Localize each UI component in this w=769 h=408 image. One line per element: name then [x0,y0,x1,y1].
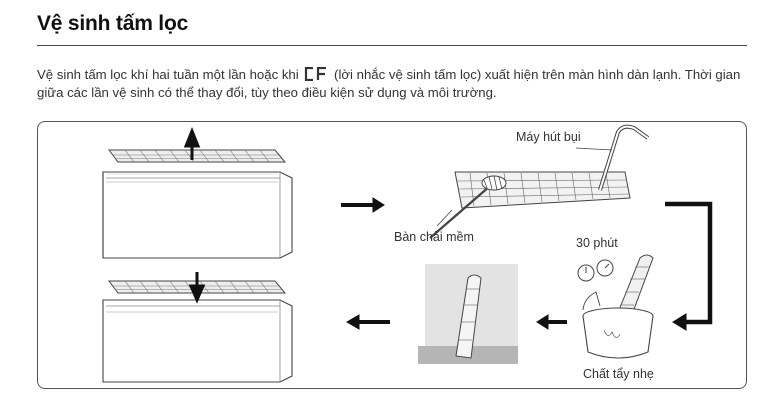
section-title: Vệ sinh tấm lọc [37,12,189,35]
soak-time-label: 30 phút [576,236,618,250]
vacuum-brush-step: Máy hút bụi Bàn chải mềm [394,124,650,244]
soak-step: 30 phút Chất tẩy nhẹ [576,236,654,381]
cf-display-icon [305,67,327,81]
instruction-paragraph: Vệ sinh tấm lọc khí hai tuần một lần hoặ… [37,66,742,102]
brush-label: Bàn chải mềm [394,230,474,244]
paragraph-text-before: Vệ sinh tấm lọc khí hai tuần một lần hoặ… [37,67,299,82]
illustration-panel [37,121,747,389]
title-divider [37,45,747,46]
paragraph-text-after: (lời nhắc vệ sinh tấm lọc) xuất hiện trê… [37,67,741,100]
detergent-label: Chất tẩy nhẹ [583,367,654,381]
dry-step [418,264,518,364]
indoor-unit-remove-filter [102,126,293,259]
indoor-unit-reinsert-filter [102,272,293,383]
step-arrows [341,197,713,331]
vacuum-label: Máy hút bụi [516,130,581,144]
